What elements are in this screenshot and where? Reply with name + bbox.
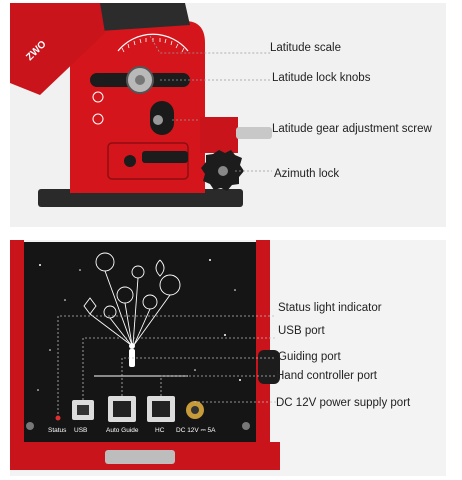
- label-dc-power-port: DC 12V power supply port: [276, 397, 411, 409]
- mount-back-illustration: Status USB Auto Guide HC DC 12V ⎓ 5A: [10, 240, 280, 470]
- side-knob: [258, 350, 280, 384]
- label-latitude-lock-knobs: Latitude lock knobs: [272, 72, 371, 84]
- left-red-side: [10, 240, 24, 462]
- girl-figure: [129, 343, 135, 367]
- azimuth-handle: [142, 151, 188, 163]
- gear-adjust-block: [200, 117, 238, 153]
- unlock-icon: [92, 91, 104, 103]
- dc-power-port-inner: [191, 406, 199, 414]
- star-field: [37, 259, 241, 391]
- label-usb-port: USB port: [278, 325, 325, 337]
- top-callout-lines: [149, 35, 272, 172]
- label-status-light: Status light indicator: [278, 302, 382, 314]
- port-label-status: Status: [48, 427, 67, 434]
- panel-screw-left: [26, 422, 34, 430]
- port-label-dc: DC 12V ⎓ 5A: [176, 427, 216, 434]
- usb-port-inner: [77, 405, 89, 415]
- latitude-scale-arc: [117, 33, 189, 52]
- status-light: [55, 415, 61, 421]
- red-arm: [10, 3, 105, 95]
- panel-screw-right: [242, 422, 250, 430]
- mount-red-body: [70, 21, 205, 193]
- label-latitude-gear-screw: Latitude gear adjustment screw: [272, 123, 432, 135]
- label-latitude-scale: Latitude scale: [270, 42, 341, 54]
- port-label-auto-guide: Auto Guide: [106, 427, 139, 434]
- azimuth-bolt: [124, 155, 136, 167]
- label-guiding-port: Guiding port: [278, 351, 341, 363]
- bottom-callout-lines: [57, 315, 276, 414]
- top-photo-panel: ZWO: [10, 3, 446, 227]
- port-label-usb: USB: [74, 427, 87, 434]
- bottom-photo-panel: Status USB Auto Guide HC DC 12V ⎓ 5A Sta…: [10, 240, 446, 476]
- lock-icon: [92, 113, 104, 125]
- port-label-hc: HC: [155, 427, 165, 434]
- azimuth-lock-center: [218, 166, 228, 176]
- knob-center: [135, 75, 145, 85]
- balloon-flower-artwork: [83, 252, 181, 346]
- dark-arm: [95, 3, 190, 31]
- slot-screw: [153, 115, 163, 125]
- label-azimuth-lock: Azimuth lock: [274, 168, 340, 180]
- mount-side-illustration: ZWO: [10, 3, 272, 207]
- base-knob: [105, 450, 175, 464]
- base-plate: [38, 189, 243, 207]
- latitude-gear-screw[interactable]: [236, 127, 272, 139]
- azimuth-recess: [107, 142, 189, 180]
- black-back-panel: [24, 242, 256, 442]
- hc-port-inner: [152, 401, 170, 417]
- latitude-scale-ticks: [121, 38, 185, 53]
- label-hand-controller-port: Hand controller port: [276, 370, 377, 382]
- auto-guide-port-inner: [113, 401, 131, 417]
